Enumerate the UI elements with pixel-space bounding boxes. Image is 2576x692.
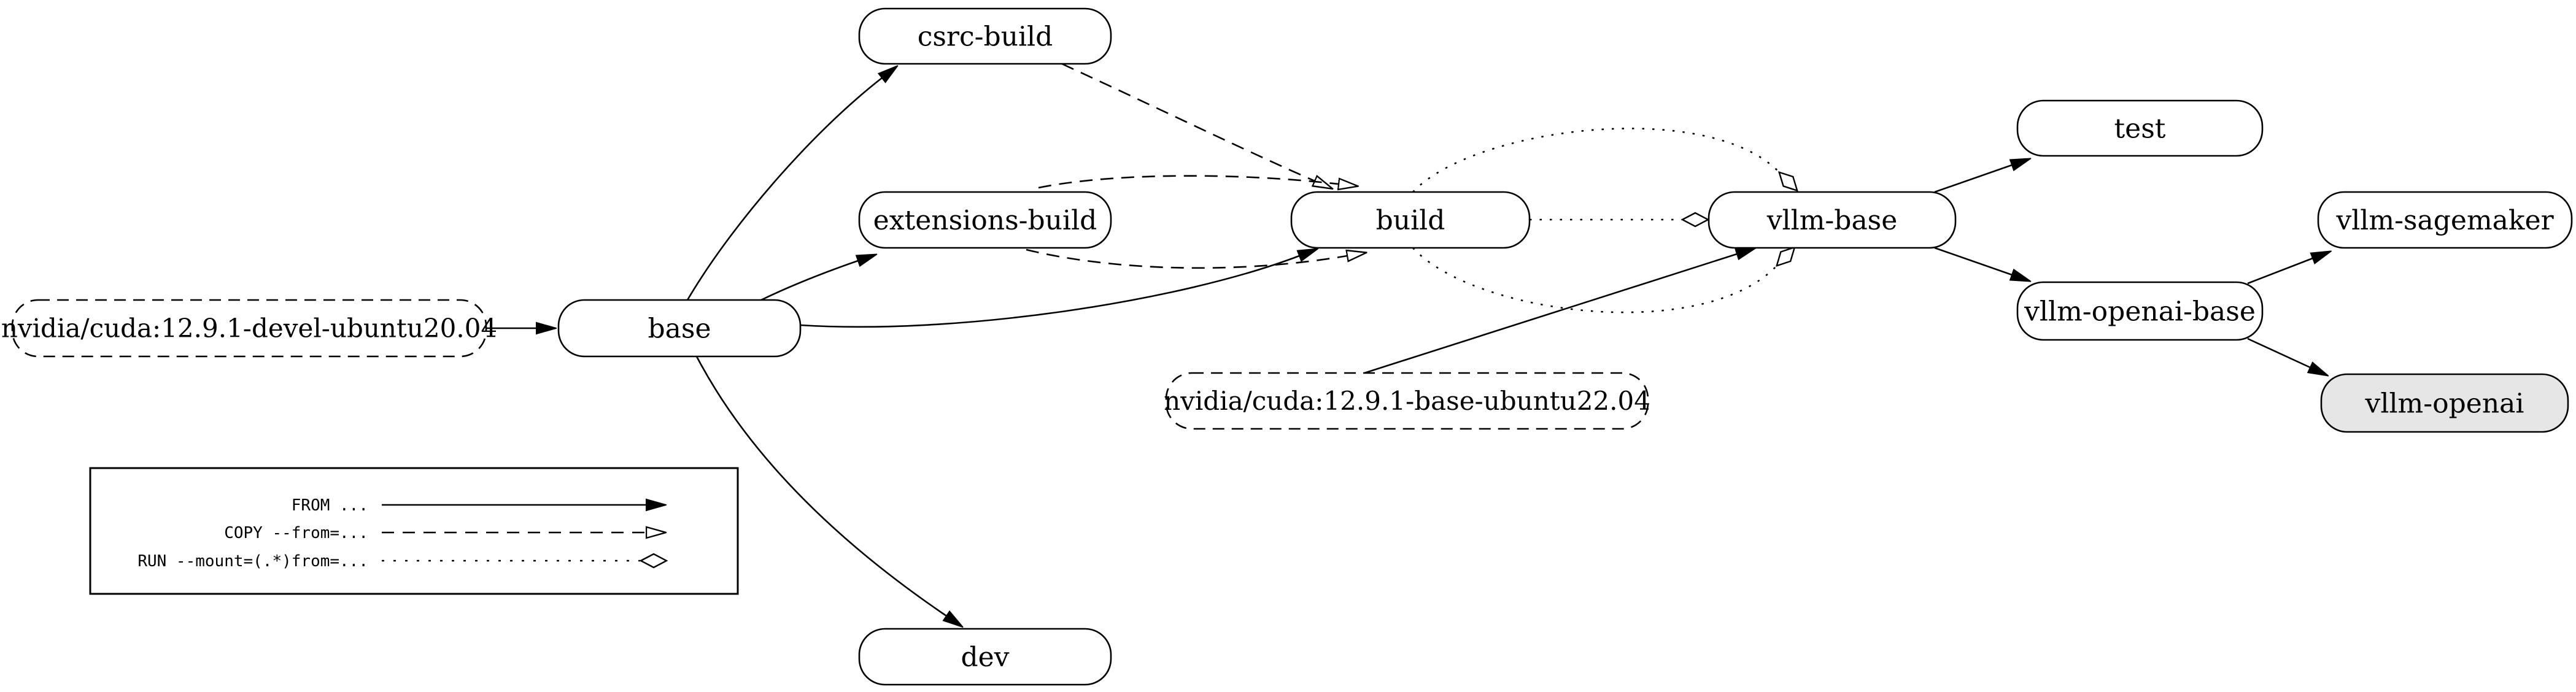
node-test: test <box>2016 99 2264 157</box>
node-box-vllm-sagemaker <box>2317 191 2573 249</box>
edge-base-to-build <box>800 256 1299 328</box>
node-box-dev <box>858 628 1112 686</box>
edge-csrc-build-to-build <box>1061 63 1315 181</box>
legend: FROM ... COPY --from=... RUN --mount=(.*)f… <box>89 467 739 595</box>
legend-copy-label: COPY --from=... <box>224 524 368 542</box>
node-extensions-build: extensions-build <box>858 191 1112 249</box>
node-csrc-build: csrc-build <box>858 7 1112 65</box>
node-label-test: test <box>2114 113 2166 144</box>
edge-base-to-dev <box>695 356 946 616</box>
node-box-vllm-openai <box>2320 373 2569 433</box>
edge-cuda-base-to-vllm-base <box>1364 254 1737 374</box>
node-box-csrc-build <box>858 7 1112 65</box>
node-label-build: build <box>1376 205 1445 236</box>
node-label-dev: dev <box>961 642 1009 673</box>
node-cuda-devel: nvidia/cuda:12.9.1-devel-ubuntu20.04 <box>1 299 497 358</box>
node-vllm-sagemaker: vllm-sagemaker <box>2317 191 2573 249</box>
node-box-build <box>1290 191 1531 249</box>
node-label-extensions-build: extensions-build <box>873 205 1097 236</box>
legend-from-label: FROM ... <box>292 496 368 515</box>
edge-vllm-openai-base-to-vllm-sagemaker <box>2247 258 2313 285</box>
node-dev: dev <box>858 628 1112 686</box>
node-label-cuda-devel: nvidia/cuda:12.9.1-devel-ubuntu20.04 <box>1 313 497 344</box>
node-box-extensions-build <box>858 191 1112 249</box>
node-vllm-openai-base: vllm-openai-base <box>2016 281 2264 341</box>
edge-extensions-build-to-build-lower <box>1026 248 1347 269</box>
node-label-vllm-openai-base: vllm-openai-base <box>2024 296 2256 327</box>
node-vllm-openai: vllm-openai <box>2320 373 2569 433</box>
node-label-vllm-sagemaker: vllm-sagemaker <box>2335 205 2554 236</box>
node-cuda-base: nvidia/cuda:12.9.1-base-ubuntu22.04 <box>1164 372 1650 430</box>
node-box-test <box>2016 99 2264 157</box>
edge-extensions-build-to-build-upper <box>1038 175 1339 188</box>
node-label-base: base <box>648 313 711 344</box>
edge-build-to-vllm-base-lower <box>1412 248 1776 313</box>
edge-vllm-base-to-vllm-openai-base <box>1934 247 2012 275</box>
node-box-vllm-openai-base <box>2016 281 2264 341</box>
edge-vllm-openai-base-to-vllm-openai <box>2247 337 2310 367</box>
node-box-cuda-base <box>1165 372 1649 430</box>
node-vllm-base: vllm-base <box>1708 191 1957 249</box>
node-build: build <box>1290 191 1531 249</box>
edge-base-to-csrc-build <box>686 78 882 301</box>
node-box-vllm-base <box>1708 191 1957 249</box>
node-base: base <box>557 299 802 358</box>
legend-box <box>89 467 739 595</box>
legend-run-label: RUN --mount=(.*)from=... <box>137 552 368 571</box>
node-box-base <box>557 299 802 358</box>
node-label-csrc-build: csrc-build <box>918 21 1053 52</box>
node-label-vllm-base: vllm-base <box>1766 205 1898 236</box>
edge-vllm-base-to-test <box>1934 165 2012 193</box>
edge-build-to-vllm-base-upper <box>1412 128 1779 193</box>
node-label-cuda-base: nvidia/cuda:12.9.1-base-ubuntu22.04 <box>1164 386 1650 416</box>
node-box-cuda-devel <box>11 299 487 358</box>
edge-base-to-extensions-build <box>760 261 858 301</box>
node-label-vllm-openai: vllm-openai <box>2365 388 2524 419</box>
